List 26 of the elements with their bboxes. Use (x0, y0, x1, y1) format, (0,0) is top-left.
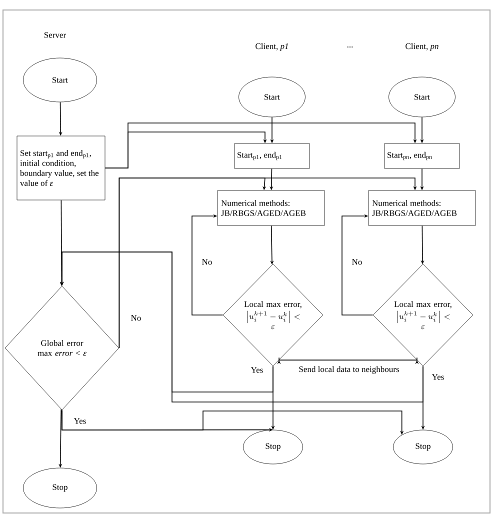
arrow (342, 214, 374, 316)
ellipsis: ... (347, 46, 353, 48)
arrow (104, 122, 417, 168)
edge-label: Send local data to neighbours (298, 365, 400, 375)
terminal-oval: Stop (23, 468, 97, 508)
arrow (192, 214, 224, 316)
edge-label: No (130, 314, 142, 322)
terminal-oval: Start (388, 76, 456, 118)
process-box: Numerical methods: JB/RBGS/AGED/AGEB (217, 190, 325, 226)
terminal-oval: Start (23, 58, 97, 102)
edge-label: No (200, 258, 214, 266)
column-heading: Server (44, 32, 66, 38)
terminal-oval: Stop (393, 430, 453, 464)
process-box: Start$_{pn}$, end$_{pn}$ (384, 143, 460, 169)
terminal-oval: Stop (243, 430, 303, 464)
column-heading: Client, p1 (256, 43, 288, 51)
column-heading: Client, pn (406, 43, 438, 51)
process-box: Start$_{p1}$, end$_{p1}$ (234, 143, 310, 169)
edge-label: No (350, 258, 364, 266)
process-box: Numerical methods: JB/RBGS/AGED/AGEB (368, 190, 476, 226)
terminal-oval: Start (238, 76, 306, 118)
edge-label: Yes (72, 417, 88, 425)
process-box: Set start$_{p1}$ and end$_{p1}$, initial condition, boundary value, set the value of ε (16, 136, 106, 200)
edge-label: Yes (430, 373, 446, 381)
edge-label: Yes (250, 366, 264, 374)
arrow (118, 178, 417, 348)
